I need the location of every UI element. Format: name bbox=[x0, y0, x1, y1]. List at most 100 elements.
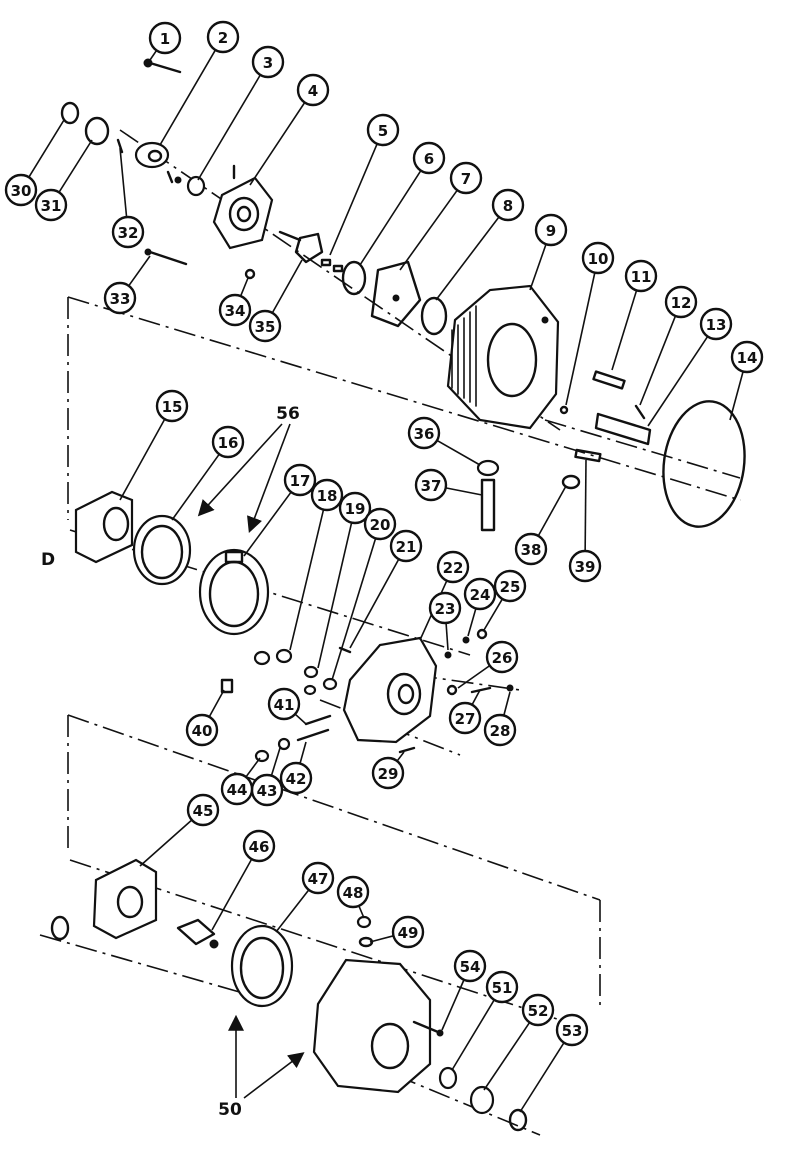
part-7-gasket bbox=[370, 260, 422, 328]
part-40-plug bbox=[220, 678, 234, 694]
callout-circle-49 bbox=[391, 915, 425, 949]
part-48-49-fittings bbox=[356, 915, 374, 948]
parts-23-28-small-parts bbox=[444, 628, 514, 696]
callout-leader-20 bbox=[331, 538, 377, 681]
callout-35: 35 bbox=[248, 309, 282, 343]
callout-circle-12 bbox=[664, 285, 698, 319]
group-50-label: 50 bbox=[218, 1100, 242, 1120]
callout-number-13: 13 bbox=[706, 316, 727, 334]
callout-leader-17 bbox=[243, 491, 292, 557]
callout-circle-40 bbox=[185, 713, 219, 747]
callout-number-41: 41 bbox=[274, 696, 295, 714]
part-5-vanes bbox=[320, 258, 344, 273]
callout-circle-1 bbox=[148, 21, 182, 55]
callout-number-48: 48 bbox=[343, 884, 364, 902]
callout-leader-43 bbox=[270, 747, 281, 776]
callout-leader-5 bbox=[329, 143, 378, 256]
callout-11: 11 bbox=[624, 259, 658, 293]
callout-circle-30 bbox=[4, 173, 38, 207]
callout-2: 2 bbox=[206, 20, 240, 54]
callout-circle-35 bbox=[248, 309, 282, 343]
callout-7: 7 bbox=[449, 161, 483, 195]
callout-number-45: 45 bbox=[193, 802, 214, 820]
part-4-end-plate bbox=[212, 164, 274, 250]
callout-leader-9 bbox=[529, 243, 547, 291]
callout-number-18: 18 bbox=[317, 487, 338, 505]
callout-number-46: 46 bbox=[249, 838, 270, 856]
callout-number-27: 27 bbox=[455, 710, 476, 728]
callout-number-26: 26 bbox=[492, 649, 513, 667]
callout-leader-35 bbox=[271, 259, 303, 314]
callout-circle-45 bbox=[186, 793, 220, 827]
part-9-housing bbox=[446, 284, 560, 430]
callout-33: 33 bbox=[103, 281, 137, 315]
callout-number-29: 29 bbox=[378, 765, 399, 783]
group-56-arrows bbox=[197, 423, 291, 533]
part-8-oring bbox=[420, 296, 448, 336]
callout-52: 52 bbox=[521, 993, 555, 1027]
callout-leader-10 bbox=[565, 272, 596, 406]
callout-number-36: 36 bbox=[414, 425, 435, 443]
callout-circle-8 bbox=[491, 188, 525, 222]
callout-leader-18 bbox=[289, 509, 325, 651]
callout-46: 46 bbox=[242, 829, 276, 863]
callout-20: 20 bbox=[363, 507, 397, 541]
callout-circle-3 bbox=[251, 45, 285, 79]
callout-51: 51 bbox=[485, 970, 519, 1004]
callout-circle-19 bbox=[338, 491, 372, 525]
callout-leader-15 bbox=[119, 418, 166, 501]
callout-circle-25 bbox=[493, 569, 527, 603]
callout-leader-54 bbox=[441, 979, 465, 1031]
callout-leader-2 bbox=[159, 49, 217, 146]
callout-leader-45 bbox=[139, 819, 193, 867]
callout-14: 14 bbox=[730, 340, 764, 374]
part-29-pin bbox=[398, 746, 416, 754]
callout-number-28: 28 bbox=[490, 722, 511, 740]
callout-leader-38 bbox=[537, 485, 567, 537]
callout-circle-10 bbox=[581, 241, 615, 275]
part-15-end-mark: D bbox=[41, 550, 55, 570]
callout-23: 23 bbox=[428, 591, 462, 625]
callout-number-11: 11 bbox=[631, 268, 652, 286]
callout-leaders bbox=[28, 49, 744, 1113]
part-35-rotor bbox=[278, 230, 324, 264]
callout-49: 49 bbox=[391, 915, 425, 949]
callout-number-10: 10 bbox=[588, 250, 609, 268]
callout-leader-31 bbox=[58, 139, 93, 193]
callout-circle-5 bbox=[366, 113, 400, 147]
part-45-rotor-cylinder bbox=[50, 858, 158, 941]
callout-leader-44 bbox=[245, 757, 261, 778]
callout-circle-14 bbox=[730, 340, 764, 374]
callout-38: 38 bbox=[514, 532, 548, 566]
callout-leader-49 bbox=[369, 935, 394, 943]
callout-number-54: 54 bbox=[460, 958, 481, 976]
callout-circle-6 bbox=[412, 141, 446, 175]
part-34-ball bbox=[244, 268, 256, 280]
part-13-shaft bbox=[594, 412, 652, 446]
part-39-pin bbox=[574, 448, 602, 463]
callout-leader-14 bbox=[729, 371, 744, 421]
part-11-dowel bbox=[592, 370, 626, 390]
callout-circle-26 bbox=[485, 640, 519, 674]
callout-17: 17 bbox=[283, 463, 317, 497]
callout-48: 48 bbox=[336, 875, 370, 909]
callout-42: 42 bbox=[279, 761, 313, 795]
callout-number-37: 37 bbox=[421, 477, 442, 495]
callout-circle-41 bbox=[267, 687, 301, 721]
callout-32: 32 bbox=[111, 215, 145, 249]
callout-circle-11 bbox=[624, 259, 658, 293]
part-36-seal bbox=[476, 459, 500, 477]
callout-leader-42 bbox=[299, 741, 307, 764]
callout-19: 19 bbox=[338, 491, 372, 525]
callout-3: 3 bbox=[251, 45, 285, 79]
callout-circle-16 bbox=[211, 425, 245, 459]
callout-number-3: 3 bbox=[263, 54, 273, 72]
callout-circle-39 bbox=[568, 549, 602, 583]
callout-leader-29 bbox=[396, 751, 405, 762]
callout-6: 6 bbox=[412, 141, 446, 175]
callout-circle-38 bbox=[514, 532, 548, 566]
callout-number-1: 1 bbox=[160, 30, 170, 48]
callout-29: 29 bbox=[371, 756, 405, 790]
